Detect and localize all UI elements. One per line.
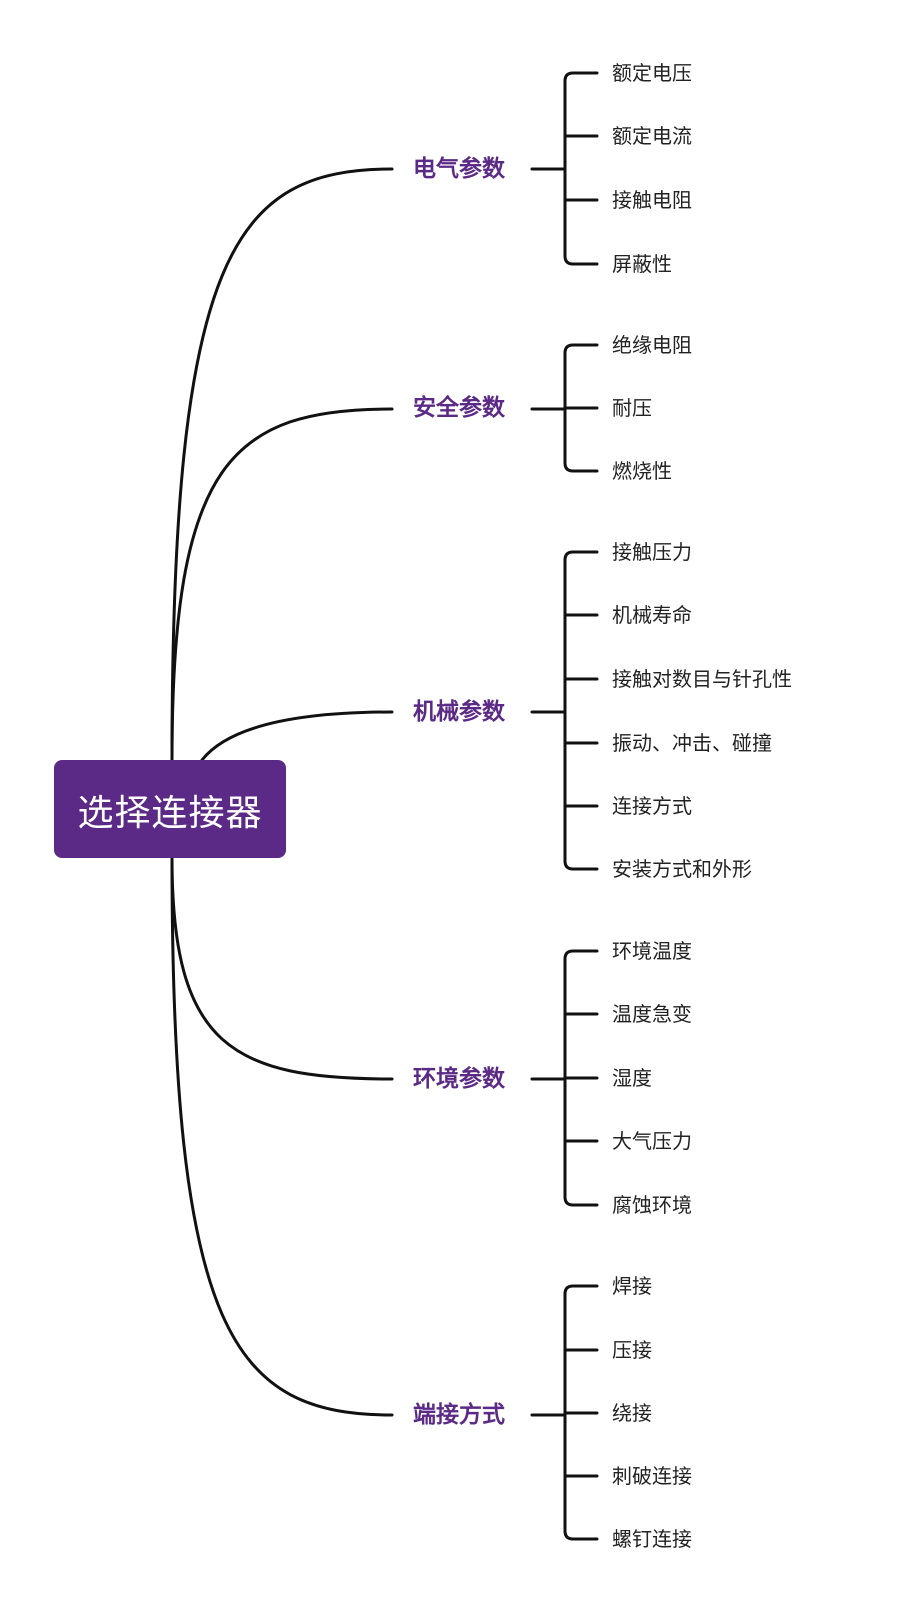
branch-node-termination[interactable]: 端接方式 xyxy=(413,1402,505,1428)
leaf-node: 环境温度 xyxy=(612,939,692,963)
bracket-spine xyxy=(563,71,599,266)
leaf-node: 绕接 xyxy=(612,1401,652,1425)
branch-node-safety[interactable]: 安全参数 xyxy=(413,395,505,421)
branch-node-mechanical[interactable]: 机械参数 xyxy=(413,699,505,725)
branch-node-electrical[interactable]: 电气参数 xyxy=(413,156,505,182)
leaf-node: 额定电压 xyxy=(612,61,692,85)
leaf-node: 燃烧性 xyxy=(612,459,672,483)
leaf-node: 振动、冲击、碰撞 xyxy=(612,731,772,755)
leaf-node: 压接 xyxy=(612,1338,652,1362)
root-node-label: 选择连接器 xyxy=(77,793,263,834)
leaf-node: 温度急变 xyxy=(612,1002,692,1026)
root-node[interactable]: 选择连接器 xyxy=(54,760,286,858)
leaf-node: 接触对数目与针孔性 xyxy=(612,667,792,691)
branch-connector xyxy=(200,710,394,762)
leaf-node: 耐压 xyxy=(612,396,652,420)
branch-node-environmental[interactable]: 环境参数 xyxy=(413,1066,505,1092)
branch-connector xyxy=(170,407,394,762)
leaf-node: 湿度 xyxy=(612,1066,652,1090)
leaf-node: 刺破连接 xyxy=(612,1464,692,1488)
leaf-node: 机械寿命 xyxy=(612,603,692,627)
leaf-node: 屏蔽性 xyxy=(612,252,672,276)
leaf-node: 焊接 xyxy=(612,1274,652,1298)
leaf-node: 额定电流 xyxy=(612,124,692,148)
bracket-spine xyxy=(563,550,599,871)
leaf-node: 安装方式和外形 xyxy=(612,857,752,881)
branch-connector xyxy=(170,856,394,1417)
leaf-node: 绝缘电阻 xyxy=(612,333,692,357)
leaf-node: 接触压力 xyxy=(612,540,692,564)
leaf-node: 腐蚀环境 xyxy=(612,1193,692,1217)
leaf-node: 连接方式 xyxy=(612,794,692,818)
leaf-node: 螺钉连接 xyxy=(612,1527,692,1551)
leaf-node: 大气压力 xyxy=(612,1129,692,1153)
branch-connector xyxy=(170,856,394,1081)
leaf-node: 接触电阻 xyxy=(612,188,692,212)
branch-connector xyxy=(170,167,394,762)
